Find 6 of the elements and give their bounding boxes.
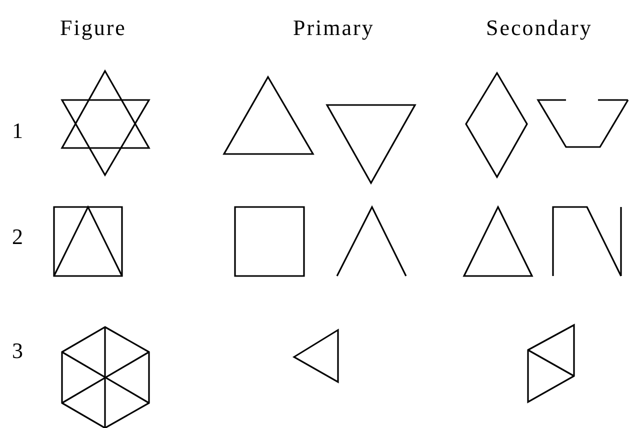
- column-header: Figure: [60, 17, 126, 39]
- column-header: Primary: [293, 17, 374, 39]
- row-number: 2: [12, 226, 24, 248]
- row-number: 3: [12, 340, 24, 362]
- row-number: 1: [12, 120, 24, 142]
- column-header: Secondary: [486, 17, 592, 39]
